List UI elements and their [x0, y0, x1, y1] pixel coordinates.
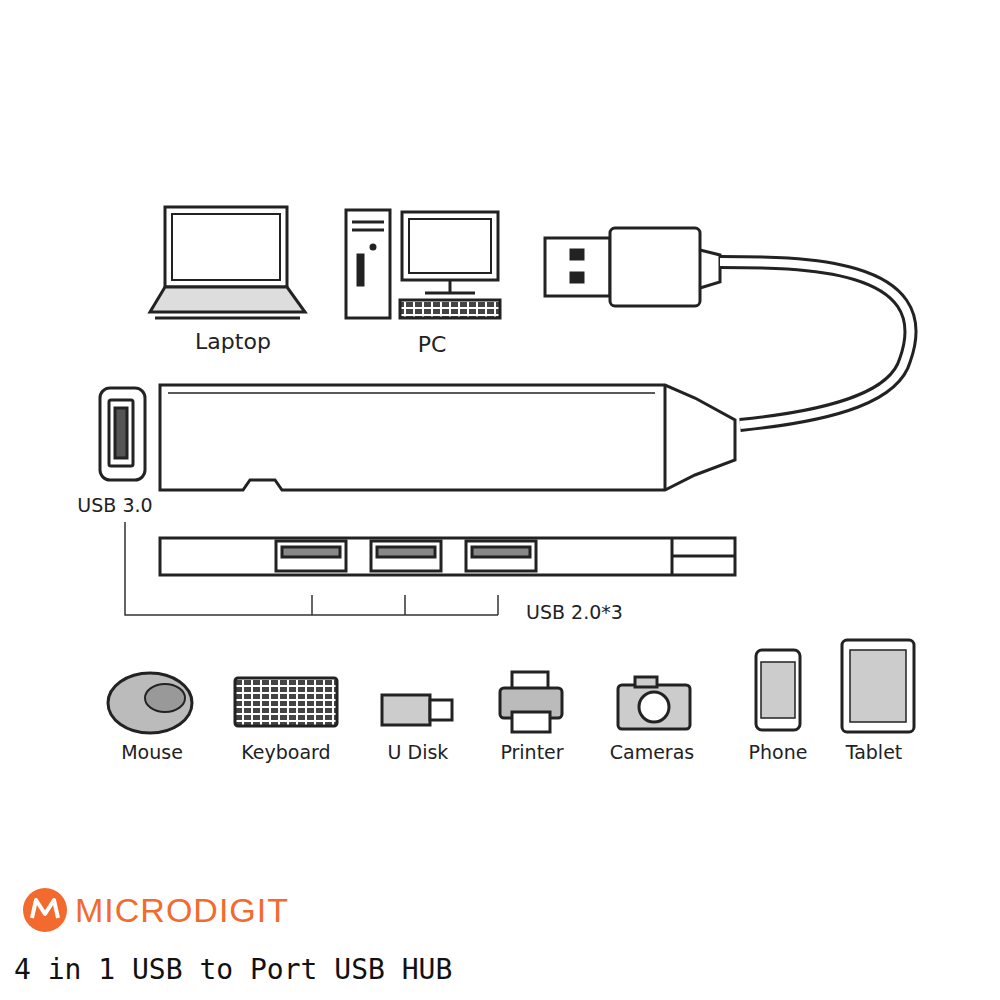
brand-name: MICRODIGIT	[75, 892, 289, 929]
part-label: USB 2.0*3	[526, 602, 623, 623]
usb-3-port	[100, 388, 145, 480]
part-label: Mouse	[121, 742, 183, 763]
pc-icon	[346, 210, 500, 318]
part-label: Printer	[500, 742, 563, 763]
device-icons	[108, 640, 914, 733]
part-label: U Disk	[388, 742, 449, 763]
part-label: Cameras	[610, 742, 694, 763]
part-label: USB 3.0	[77, 495, 152, 516]
hub-top-view	[160, 385, 735, 490]
part-label: Phone	[749, 742, 808, 763]
hub-side-view	[160, 538, 735, 575]
part-label: PC	[418, 333, 447, 357]
laptop-icon	[150, 207, 305, 318]
brand-logo	[23, 888, 67, 932]
part-label: Laptop	[195, 330, 271, 354]
caption: 4 in 1 USB to Port USB HUB	[14, 955, 452, 986]
part-label: Keyboard	[241, 742, 330, 763]
part-label: Tablet	[846, 742, 903, 763]
bracket-lines	[125, 522, 498, 615]
